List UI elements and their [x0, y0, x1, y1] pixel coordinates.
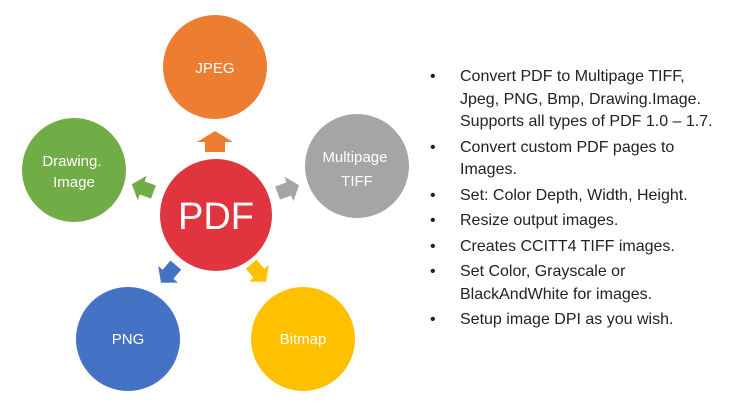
bullet-icon: • [430, 186, 436, 204]
bullet-icon: • [430, 263, 436, 280]
feature-text: Setup image DPI as you wish. [460, 311, 674, 328]
feature-text: Convert PDF to Multipage TIFF, Jpeg, PNG… [460, 68, 713, 130]
jpeg-node [163, 15, 267, 119]
png-label: PNG [112, 331, 145, 348]
feature-list: • Convert PDF to Multipage TIFF, Jpeg, PN… [428, 66, 728, 335]
bullet-icon: • [430, 311, 436, 328]
bullet-icon: • [430, 237, 436, 255]
multipage-tiff-label-line-1: Multipage [322, 149, 387, 166]
feature-item: • Convert PDF to Multipage TIFF, Jpeg, PN… [428, 66, 728, 134]
pdf-center-label: PDF [178, 196, 254, 238]
feature-text: Convert custom PDF pages to Images. [460, 138, 675, 179]
feature-text: Set: Color Depth, Width, Height. [460, 186, 688, 204]
drawing-image-label-line-1: Drawing. [42, 153, 101, 170]
drawing-image-label: Drawing. Image [42, 153, 105, 191]
arrow-to-bitmap-icon [245, 259, 269, 282]
bitmap-node [251, 287, 355, 391]
multipage-tiff-node [305, 114, 409, 218]
bullet-icon: • [430, 212, 436, 229]
feature-item: • Setup image DPI as you wish. [428, 309, 728, 332]
bullet-icon: • [430, 138, 436, 156]
arrow-to-png-icon [158, 260, 182, 283]
drawing-image-label-line-2: Image [53, 174, 95, 191]
feature-item: • Set: Color Depth, Width, Height. [428, 185, 728, 208]
feature-item: • Convert custom PDF pages to Images. [428, 137, 728, 182]
arrow-to-multipage-tiff-icon [275, 176, 300, 202]
feature-item: • Set Color, Grayscale or BlackAndWhite f… [428, 261, 728, 306]
pdf-center-node [160, 159, 272, 271]
multipage-tiff-label-line-2: TIFF [341, 173, 373, 190]
jpeg-label: JPEG [195, 60, 234, 77]
feature-text: Set Color, Grayscale or BlackAndWhite fo… [460, 263, 653, 303]
arrow-to-jpeg-icon [197, 131, 233, 152]
feature-item: • Creates CCITT4 TIFF images. [428, 236, 728, 259]
feature-item: • Resize output images. [428, 210, 728, 233]
feature-text: Resize output images. [460, 212, 619, 229]
bullet-icon: • [430, 68, 436, 85]
feature-text: Creates CCITT4 TIFF images. [460, 237, 675, 255]
drawing-image-node [22, 118, 126, 222]
multipage-tiff-label: Multipage TIFF [322, 149, 391, 190]
png-node [76, 287, 180, 391]
arrow-to-drawing-image-icon [131, 175, 156, 201]
bitmap-label: Bitmap [280, 331, 327, 348]
